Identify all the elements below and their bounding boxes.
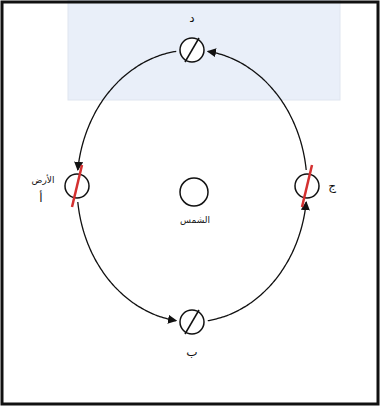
sun-name: الشمس <box>180 216 210 225</box>
earth-shape <box>294 173 320 199</box>
earth-axis <box>302 165 312 207</box>
frame <box>2 2 378 404</box>
sun: الشمس <box>179 177 209 207</box>
orbit-arc <box>78 202 176 321</box>
earth-position: د <box>179 37 205 63</box>
position-letter: أ <box>39 192 42 204</box>
earth-position: ج <box>294 173 320 199</box>
orbit-arc <box>78 51 176 170</box>
sun-shape <box>179 177 209 207</box>
earth-position: ب <box>179 309 205 335</box>
orbit-arc <box>208 202 306 321</box>
position-letter: ج <box>328 180 336 192</box>
sun-circle <box>180 178 208 206</box>
earth-position: الأرضأ <box>64 173 90 199</box>
earth-shape <box>179 37 205 63</box>
earth-circle <box>180 310 204 334</box>
orbit-arc <box>208 51 306 170</box>
earth-circle <box>180 38 204 62</box>
position-letter: د <box>189 12 194 24</box>
earth-shape <box>179 309 205 335</box>
earth-axis <box>185 310 199 334</box>
planet-name: الأرض <box>32 176 55 185</box>
earth-axis <box>72 165 82 207</box>
earth-axis <box>185 38 199 62</box>
position-letter: ب <box>186 346 197 358</box>
faded-panel <box>68 0 340 100</box>
earth-shape <box>64 173 90 199</box>
